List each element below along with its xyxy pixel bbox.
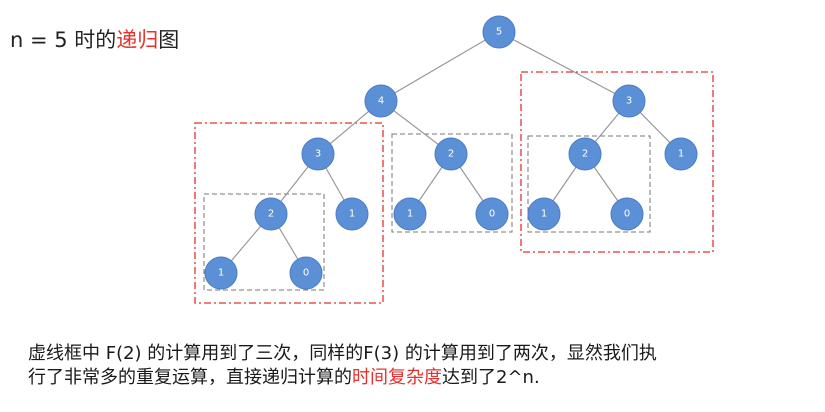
node-label: 3 <box>626 96 632 107</box>
node-label: 0 <box>489 209 495 220</box>
node-label: 1 <box>407 209 413 220</box>
node-circle <box>364 84 398 118</box>
subproblem-boxes <box>194 71 714 304</box>
tree-node: 4 <box>364 84 398 118</box>
tree-edge <box>380 31 500 102</box>
gray-box-f2-right <box>527 135 651 233</box>
node-circle <box>568 137 602 171</box>
tree-edge <box>498 31 630 102</box>
tree-node: 0 <box>289 256 323 290</box>
node-label: 1 <box>349 209 355 220</box>
caption-line-2-suffix: 达到了2^n. <box>442 367 540 388</box>
node-label: 0 <box>303 268 309 279</box>
gray-box-f2-middle <box>391 133 513 233</box>
node-label: 2 <box>582 149 588 160</box>
caption-line-2-prefix: 行了非常多的重复运算，直接递归计算的 <box>28 367 352 388</box>
node-circle <box>527 197 561 231</box>
tree-node: 1 <box>335 197 369 231</box>
node-label: 1 <box>541 209 547 220</box>
node-circle <box>289 256 323 290</box>
node-circle <box>664 137 698 171</box>
node-label: 1 <box>678 149 684 160</box>
node-label: 2 <box>448 149 454 160</box>
tree-node: 2 <box>434 137 468 171</box>
title-prefix: n = 5 时的 <box>10 28 117 52</box>
node-label: 4 <box>378 96 384 107</box>
caption-line-2: 行了非常多的重复运算，直接递归计算的时间复杂度达到了2^n. <box>28 366 818 390</box>
node-label: 2 <box>268 209 274 220</box>
node-circle <box>393 197 427 231</box>
caption-line-2-highlight: 时间复杂度 <box>352 367 442 388</box>
node-circle <box>475 197 509 231</box>
page-title: n = 5 时的递归图 <box>10 24 179 54</box>
tree-node: 2 <box>568 137 602 171</box>
tree-node: 1 <box>204 256 238 290</box>
node-circle <box>610 197 644 231</box>
caption: 虚线框中 F(2) 的计算用到了三次，同样的F(3) 的计算用到了两次，显然我们… <box>28 342 818 390</box>
node-circle <box>204 256 238 290</box>
tree-node: 1 <box>527 197 561 231</box>
tree-node: 3 <box>612 84 646 118</box>
node-circle <box>612 84 646 118</box>
node-circle <box>254 197 288 231</box>
tree-node: 3 <box>301 137 335 171</box>
node-label: 5 <box>496 27 502 38</box>
title-highlight: 递归 <box>116 28 159 52</box>
red-box-f3-left <box>194 122 384 304</box>
tree-node: 5 <box>482 15 516 49</box>
tree-node: 0 <box>475 197 509 231</box>
node-label: 3 <box>315 149 321 160</box>
caption-line-1: 虚线框中 F(2) 的计算用到了三次，同样的F(3) 的计算用到了两次，显然我们… <box>28 343 657 364</box>
node-circle <box>301 137 335 171</box>
tree-node: 0 <box>610 197 644 231</box>
red-box-f3-right <box>520 71 714 253</box>
node-label: 0 <box>624 209 630 220</box>
node-circle <box>482 15 516 49</box>
tree-node: 1 <box>393 197 427 231</box>
node-label: 1 <box>218 268 224 279</box>
node-circle <box>434 137 468 171</box>
node-circle <box>335 197 369 231</box>
tree-nodes: 5 4 3 3 2 2 2 1 1 1 1 1 0 0 0 <box>204 15 698 290</box>
gray-box-f2-left <box>203 193 325 291</box>
tree-node: 2 <box>254 197 288 231</box>
title-suffix: 图 <box>158 28 180 52</box>
tree-node: 1 <box>664 137 698 171</box>
